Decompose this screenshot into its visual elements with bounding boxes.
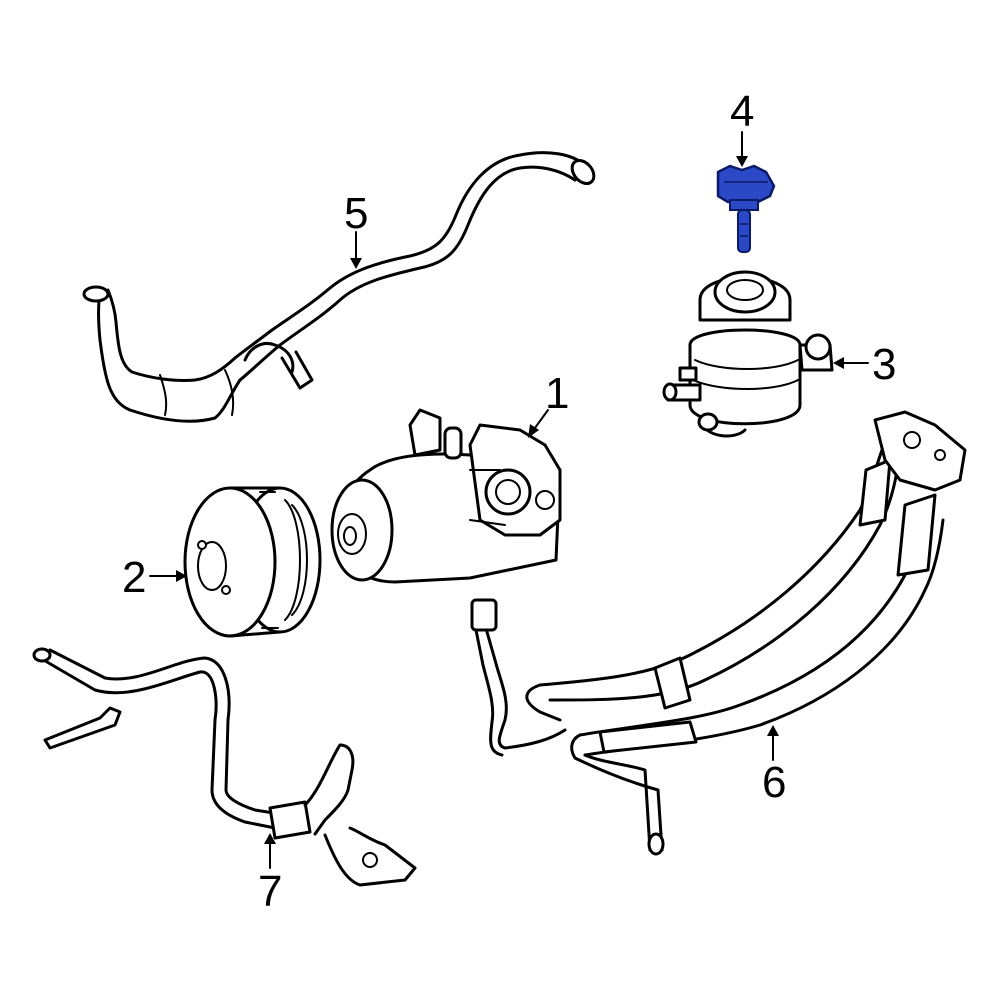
callout-6: 6 (762, 725, 786, 807)
callout-4: 4 (730, 87, 754, 167)
part-7-return-line[interactable] (32, 647, 417, 887)
callout-5: 5 (344, 189, 368, 269)
part-4-reservoir-cap[interactable] (716, 164, 776, 253)
callout-3: 3 (833, 340, 896, 389)
part-6-hose-assembly[interactable] (470, 410, 967, 856)
part-2-pulley[interactable] (183, 486, 322, 638)
callout-label-7: 7 (258, 867, 282, 916)
part-5-hose[interactable] (82, 151, 598, 423)
callout-1: 1 (528, 369, 569, 438)
callout-label-5: 5 (344, 189, 368, 238)
part-3-reservoir[interactable] (662, 270, 834, 438)
callout-label-4: 4 (730, 87, 754, 136)
callout-label-1: 1 (545, 369, 569, 418)
callout-label-3: 3 (872, 340, 896, 389)
part-1-pump[interactable] (330, 408, 562, 584)
callout-label-6: 6 (762, 758, 786, 807)
callout-label-2: 2 (122, 553, 146, 602)
callout-7: 7 (258, 833, 282, 916)
callout-2: 2 (122, 553, 187, 602)
